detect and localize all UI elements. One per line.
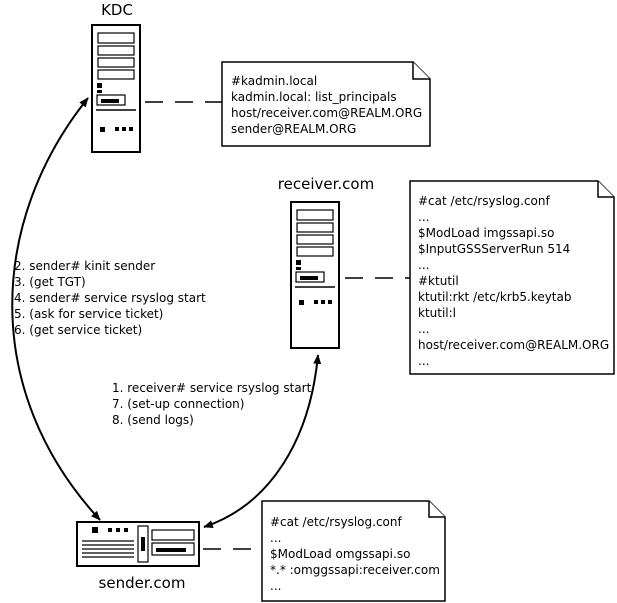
sender-note-line: ... <box>270 579 281 593</box>
step-text: 7. (set-up connection) <box>112 397 244 411</box>
sender-server-icon <box>76 521 200 567</box>
receiver-note-line: #ktutil <box>418 274 459 288</box>
sender-receiver-steps: 1. receiver# service rsyslog start 7. (s… <box>112 381 312 427</box>
sender-label: sender.com <box>99 574 186 592</box>
step-text: 2. sender# kinit sender <box>14 259 155 273</box>
sender-note-line: $ModLoad omgssapi.so <box>270 547 410 561</box>
step-text: 6. (get service ticket) <box>14 323 142 337</box>
kdc-note-line: sender@REALM.ORG <box>231 122 356 136</box>
step-text: 4. sender# service rsyslog start <box>14 291 206 305</box>
kdc-note-line: host/receiver.com@REALM.ORG <box>231 106 422 120</box>
step-text: 3. (get TGT) <box>14 275 86 289</box>
sender-note-line: ... <box>270 531 281 545</box>
kdc-server-icon <box>91 24 141 153</box>
kdc-note-line: #kadmin.local <box>231 74 317 88</box>
receiver-note-line: ktutil:l <box>418 306 456 320</box>
receiver-note-line: $ModLoad imgssapi.so <box>418 226 554 240</box>
receiver-note-line: ... <box>418 354 429 368</box>
kdc-label: KDC <box>101 1 133 19</box>
receiver-note-line: ... <box>418 322 429 336</box>
sender-note-line: #cat /etc/rsyslog.conf <box>270 515 402 529</box>
sender-kdc-arrow <box>11 97 101 521</box>
kdc-note-line: kadmin.local: list_principals <box>231 90 397 104</box>
receiver-note-line: host/receiver.com@REALM.ORG <box>418 338 609 352</box>
sender-note-line: *.* :omggssapi:receiver.com <box>270 563 440 577</box>
receiver-note-line: ... <box>418 210 429 224</box>
receiver-note-line: ... <box>418 258 429 272</box>
step-text: 5. (ask for service ticket) <box>14 307 163 321</box>
step-text: 8. (send logs) <box>112 413 194 427</box>
sender-receiver-arrow <box>203 354 322 529</box>
sender-note: #cat /etc/rsyslog.conf ... $ModLoad omgs… <box>261 500 446 602</box>
receiver-note-line: $InputGSSServerRun 514 <box>418 242 570 256</box>
kdc-note: #kadmin.local kadmin.local: list_princip… <box>221 61 431 147</box>
receiver-note-line: #cat /etc/rsyslog.conf <box>418 194 550 208</box>
step-text: 1. receiver# service rsyslog start <box>112 381 312 395</box>
receiver-server-icon <box>290 201 340 349</box>
sender-kdc-steps: 2. sender# kinit sender 3. (get TGT) 4. … <box>14 259 206 337</box>
receiver-note: #cat /etc/rsyslog.conf ... $ModLoad imgs… <box>409 180 615 375</box>
receiver-label: receiver.com <box>278 175 374 193</box>
receiver-note-line: ktutil:rkt /etc/krb5.keytab <box>418 290 571 304</box>
